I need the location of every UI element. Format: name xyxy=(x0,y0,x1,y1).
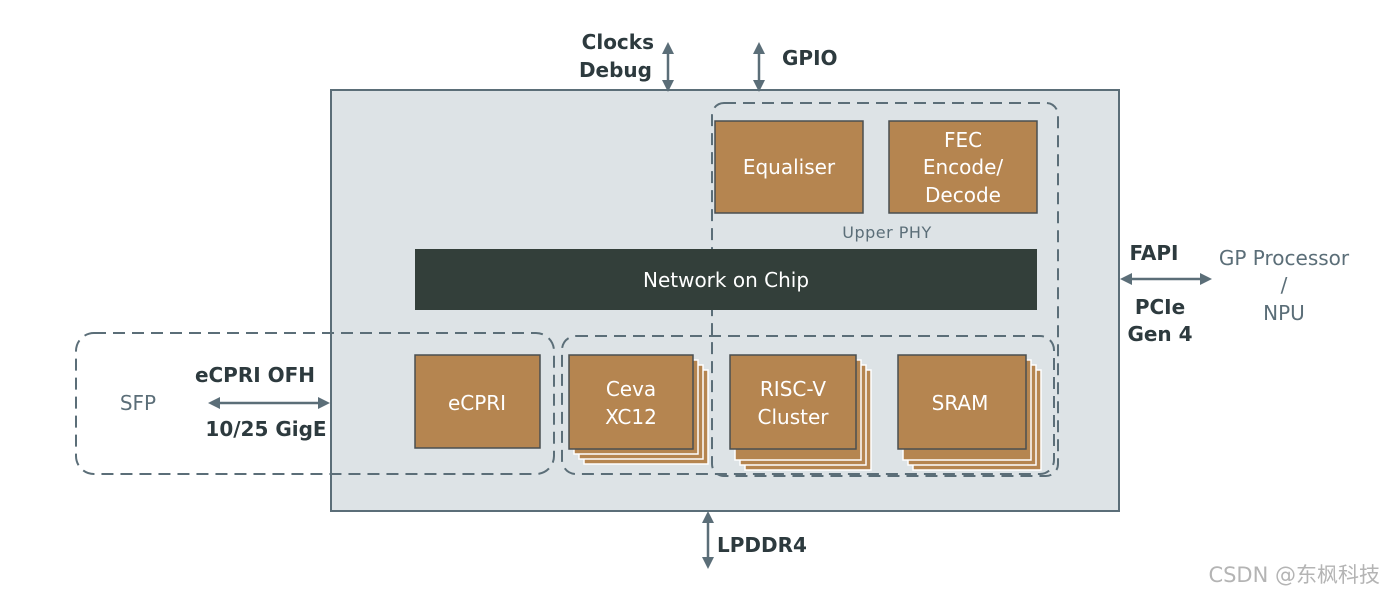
debug-label: Debug xyxy=(579,58,652,82)
ecpri-ofh-label: eCPRI OFH xyxy=(195,363,315,387)
riscv-label: RISC-V xyxy=(760,377,827,401)
compute-region xyxy=(561,335,1055,475)
npu-label: NPU xyxy=(1263,301,1305,325)
fec-block: FEC Encode/ Decode xyxy=(888,120,1038,214)
sram-label: SRAM xyxy=(932,391,989,415)
riscv-cluster-block: RISC-V Cluster xyxy=(729,354,872,471)
clocks-label: Clocks xyxy=(582,30,654,54)
ecpri-label: eCPRI xyxy=(448,391,506,415)
pcie-label: PCIe xyxy=(1135,295,1185,319)
ecpri-region xyxy=(75,332,555,475)
noc-label: Network on Chip xyxy=(643,268,809,292)
ofh-arrow xyxy=(208,397,330,409)
ceva-xc12-block: Ceva XC12 xyxy=(568,354,709,465)
gpio-label: GPIO xyxy=(782,46,838,70)
fec-decode-label: Decode xyxy=(925,183,1001,207)
ceva-label: Ceva xyxy=(606,377,656,401)
clocks-debug-arrow xyxy=(662,42,674,92)
gp-processor-label: GP Processor xyxy=(1219,246,1350,270)
upper-phy-label: Upper PHY xyxy=(842,223,931,242)
xc12-label: XC12 xyxy=(605,405,657,429)
fec-label: FEC xyxy=(944,128,982,152)
ecpri-block: eCPRI xyxy=(414,354,541,449)
cluster-label: Cluster xyxy=(758,405,830,429)
gige-label: 10/25 GigE xyxy=(205,417,326,441)
watermark-text: CSDN @东枫科技 xyxy=(1208,563,1380,587)
lpddr4-label: LPDDR4 xyxy=(717,533,807,557)
fapi-arrow xyxy=(1120,273,1212,285)
sfp-label: SFP xyxy=(120,391,156,415)
equaliser-block: Equaliser xyxy=(714,120,864,214)
fec-encode-label: Encode/ xyxy=(923,155,1004,179)
equaliser-label: Equaliser xyxy=(743,155,836,179)
gpio-arrow xyxy=(753,42,765,92)
pcie-gen-label: Gen 4 xyxy=(1127,322,1192,346)
fapi-label: FAPI xyxy=(1130,241,1179,265)
noc-bar: Network on Chip xyxy=(415,249,1037,310)
sram-block: SRAM xyxy=(897,354,1042,471)
lpddr4-arrow xyxy=(702,511,714,569)
gp-separator-label: / xyxy=(1281,273,1288,297)
